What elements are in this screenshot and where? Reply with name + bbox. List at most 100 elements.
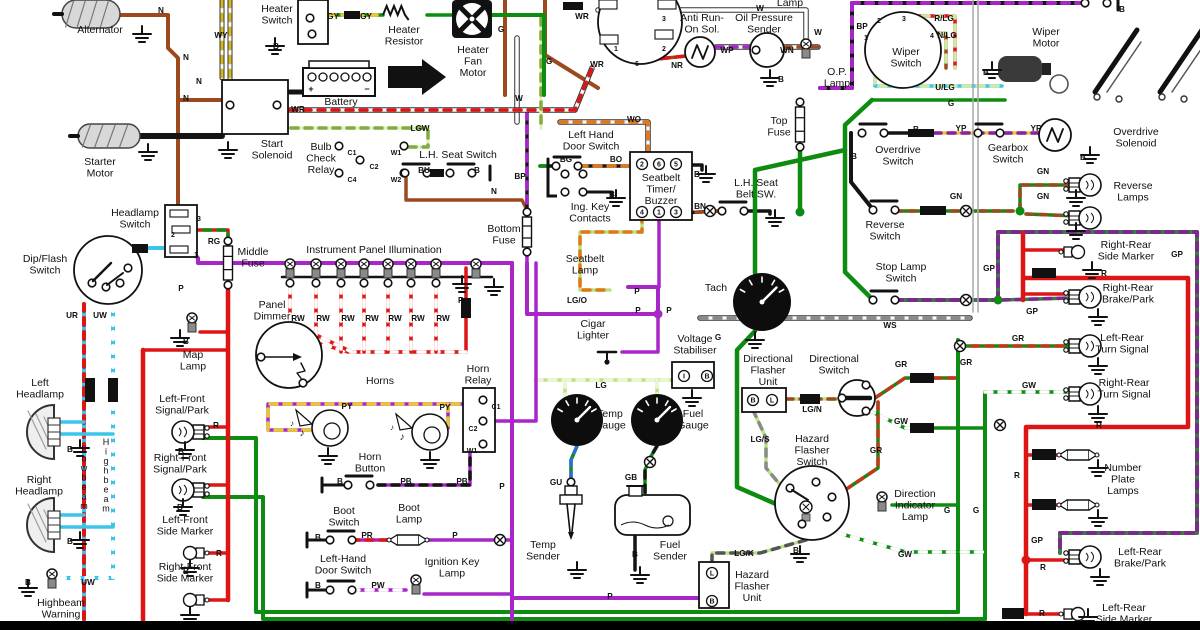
svg-text:GP: GP — [983, 264, 995, 273]
svg-text:R: R — [1039, 609, 1045, 618]
svg-text:WO: WO — [627, 115, 642, 124]
svg-text:RW: RW — [388, 314, 402, 323]
svg-text:GB: GB — [625, 473, 637, 482]
svg-text:LG/O: LG/O — [567, 296, 588, 305]
svg-text:B: B — [704, 374, 709, 381]
svg-text:GW: GW — [898, 550, 912, 559]
svg-text:L: L — [710, 571, 715, 578]
svg-text:B: B — [609, 190, 615, 199]
svg-text:Tach: Tach — [705, 282, 727, 294]
svg-text:B: B — [315, 581, 321, 590]
svg-text:C1: C1 — [492, 404, 501, 411]
svg-text:W: W — [814, 28, 822, 37]
svg-text:LG: LG — [595, 381, 606, 390]
svg-text:B: B — [709, 599, 714, 606]
svg-text:GN: GN — [1037, 167, 1049, 176]
svg-text:R: R — [1040, 563, 1046, 572]
svg-text:YP: YP — [1031, 124, 1042, 133]
svg-text:B: B — [337, 477, 343, 486]
svg-text:B: B — [25, 578, 31, 587]
svg-text:GP: GP — [1031, 536, 1043, 545]
svg-text:B: B — [474, 166, 480, 175]
svg-text:B: B — [793, 546, 799, 555]
svg-text:2: 2 — [877, 18, 881, 25]
svg-text:♪: ♪ — [400, 432, 405, 443]
svg-text:PY: PY — [440, 403, 451, 412]
svg-text:3: 3 — [902, 16, 906, 23]
svg-text:UW: UW — [93, 311, 107, 320]
svg-text:3: 3 — [197, 216, 201, 223]
svg-text:P: P — [666, 306, 672, 315]
svg-text:3: 3 — [674, 210, 678, 217]
svg-text:B: B — [750, 398, 755, 405]
svg-text:R: R — [1101, 269, 1107, 278]
svg-text:B: B — [778, 75, 784, 84]
svg-text:GW: GW — [1022, 381, 1036, 390]
svg-text:N: N — [196, 77, 202, 86]
svg-text:BO: BO — [610, 155, 623, 164]
svg-text:P: P — [635, 306, 641, 315]
svg-text:R: R — [1014, 471, 1020, 480]
svg-text:6: 6 — [635, 61, 639, 68]
svg-text:P: P — [607, 592, 613, 601]
svg-text:1: 1 — [657, 210, 661, 217]
svg-text:6: 6 — [657, 162, 661, 169]
svg-text:BP: BP — [514, 172, 526, 181]
svg-text:W: W — [756, 4, 764, 13]
svg-text:GR: GR — [960, 358, 972, 367]
svg-text:BP: BP — [856, 22, 868, 31]
svg-text:−: − — [364, 84, 369, 94]
svg-text:C2: C2 — [469, 426, 478, 433]
svg-text:BN: BN — [694, 202, 706, 211]
svg-text:♪: ♪ — [290, 419, 294, 428]
svg-text:B: B — [851, 152, 857, 161]
svg-text:WS: WS — [883, 321, 897, 330]
svg-text:R: R — [458, 296, 464, 305]
svg-text:PB: PB — [400, 477, 411, 486]
svg-text:3: 3 — [662, 16, 666, 23]
svg-text:N: N — [183, 53, 189, 62]
svg-text:RW: RW — [436, 314, 450, 323]
svg-text:C1: C1 — [348, 150, 357, 157]
svg-text:B: B — [913, 125, 919, 134]
svg-text:B: B — [632, 550, 638, 559]
svg-text:RW: RW — [365, 314, 379, 323]
svg-text:2: 2 — [171, 232, 175, 239]
svg-text:4: 4 — [930, 33, 934, 40]
svg-text:LG/N: LG/N — [802, 405, 822, 414]
svg-text:P: P — [499, 482, 505, 491]
svg-text:GU: GU — [550, 478, 562, 487]
svg-text:G: G — [944, 506, 950, 515]
svg-text:+: + — [308, 84, 313, 94]
svg-text:GR: GR — [895, 360, 907, 369]
svg-text:C2: C2 — [370, 164, 379, 171]
svg-text:GR: GR — [870, 446, 882, 455]
